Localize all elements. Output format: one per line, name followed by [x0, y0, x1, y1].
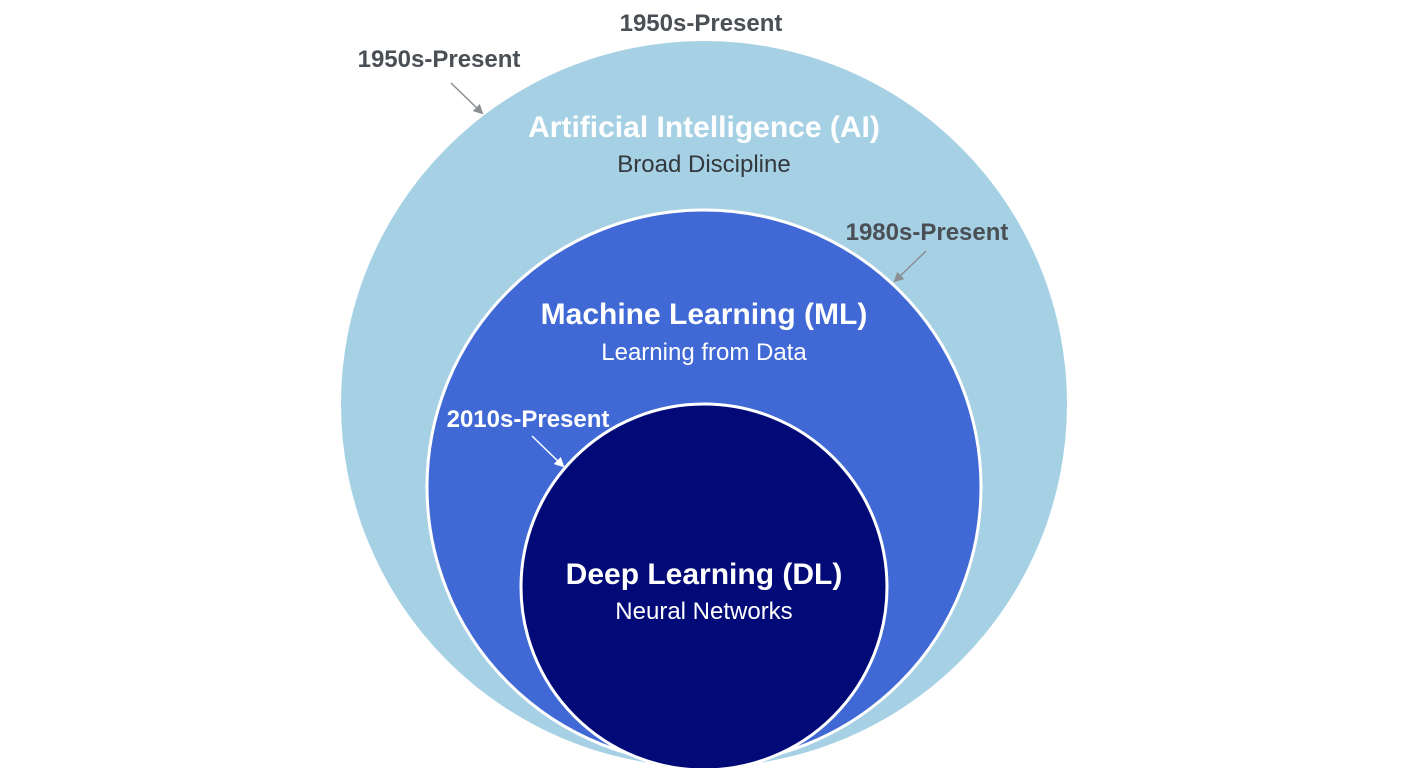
- ml-era-arrow-icon: [893, 250, 927, 283]
- ml-subtitle: Learning from Data: [601, 339, 807, 366]
- ai-title: Artificial Intelligence (AI): [528, 111, 880, 144]
- top-era-label: 1950s-Present: [620, 10, 783, 37]
- dl-era-arrow-icon: [531, 435, 565, 468]
- ai-subtitle: Broad Discipline: [617, 151, 790, 178]
- ml-era-label: 1980s-Present: [846, 219, 1009, 246]
- dl-subtitle: Neural Networks: [615, 598, 792, 625]
- ai-era-label: 1950s-Present: [358, 46, 521, 73]
- dl-era-label: 2010s-Present: [447, 406, 610, 433]
- ml-title: Machine Learning (ML): [541, 298, 868, 331]
- dl-circle: [519, 402, 889, 768]
- dl-title: Deep Learning (DL): [566, 558, 843, 591]
- ai-era-arrow-icon: [450, 82, 484, 115]
